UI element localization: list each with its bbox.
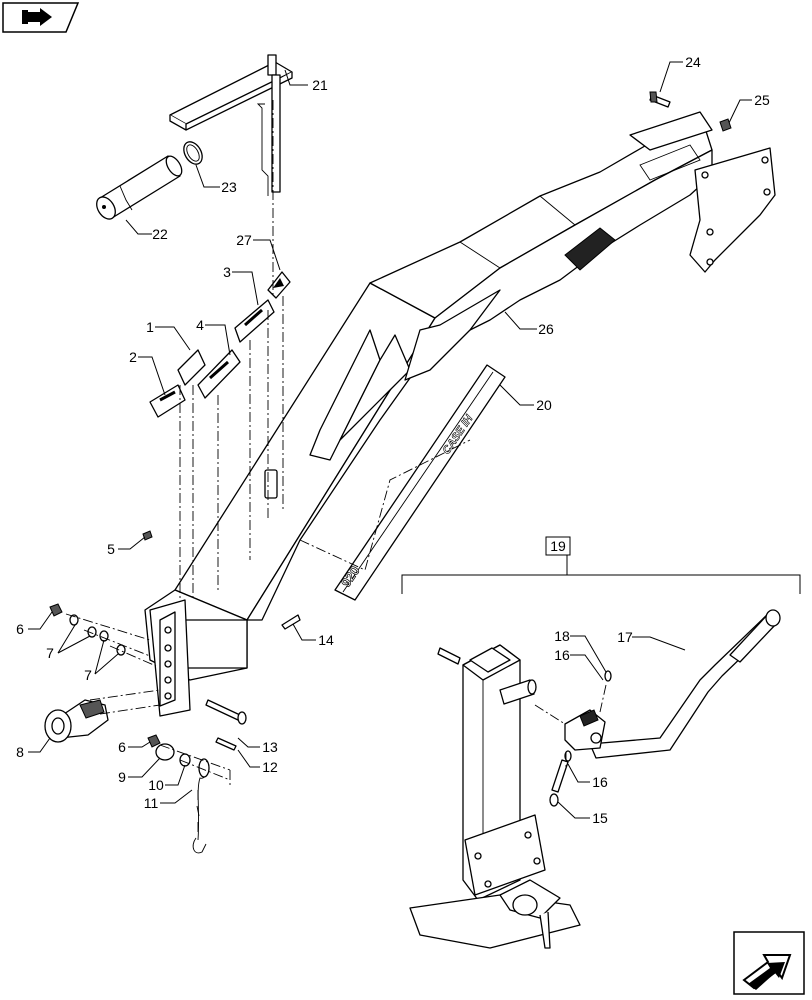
callout-25: 25	[754, 92, 770, 108]
decal-3	[234, 299, 275, 343]
callout-26: 26	[538, 321, 554, 337]
callout-21: 21	[312, 77, 328, 93]
callout-14: 14	[318, 632, 334, 648]
callout-6: 6	[16, 621, 24, 637]
decal-4	[197, 349, 241, 399]
projection-lines	[65, 100, 607, 785]
bracket-part	[169, 54, 293, 196]
callout-7b: 7	[84, 667, 92, 683]
callout-3: 3	[223, 264, 231, 280]
callout-19-box	[545, 536, 571, 556]
leader-lines	[28, 61, 752, 819]
callout-15: 15	[592, 810, 608, 826]
callout-13: 13	[262, 739, 278, 755]
hardware-group	[44, 530, 301, 854]
boom-part	[144, 111, 776, 717]
callout-11: 11	[144, 795, 159, 811]
callout-16b: 16	[592, 774, 608, 790]
callout-22: 22	[152, 226, 168, 242]
next-page-arrow-icon[interactable]	[733, 931, 805, 995]
callout-16: 16	[554, 647, 570, 663]
callout-8: 8	[16, 744, 24, 760]
callout-5: 5	[107, 541, 115, 557]
book-arrow-icon[interactable]	[2, 2, 80, 33]
decal-1	[177, 349, 206, 386]
callout-23: 23	[221, 179, 237, 195]
nut-25	[719, 118, 732, 132]
callout-19: 19	[550, 538, 566, 554]
callout-12: 12	[262, 759, 278, 775]
decal-2	[149, 384, 186, 418]
callout-17: 17	[617, 629, 633, 645]
bolt-24	[649, 91, 671, 108]
tube-part	[96, 155, 183, 220]
callout-27: 27	[236, 232, 252, 248]
callout-20: 20	[536, 397, 552, 413]
clamp-part	[183, 141, 203, 165]
callout-10: 10	[148, 777, 164, 793]
callout-1: 1	[146, 319, 154, 335]
callout-9: 9	[118, 769, 126, 785]
callout-7: 7	[46, 645, 54, 661]
callout-2: 2	[129, 349, 137, 365]
callout-6b: 6	[118, 739, 126, 755]
callout-24: 24	[685, 54, 701, 70]
jack-assembly	[401, 574, 801, 949]
decal-27	[267, 271, 291, 299]
callout-4: 4	[196, 317, 204, 333]
callout-18: 18	[554, 628, 570, 644]
